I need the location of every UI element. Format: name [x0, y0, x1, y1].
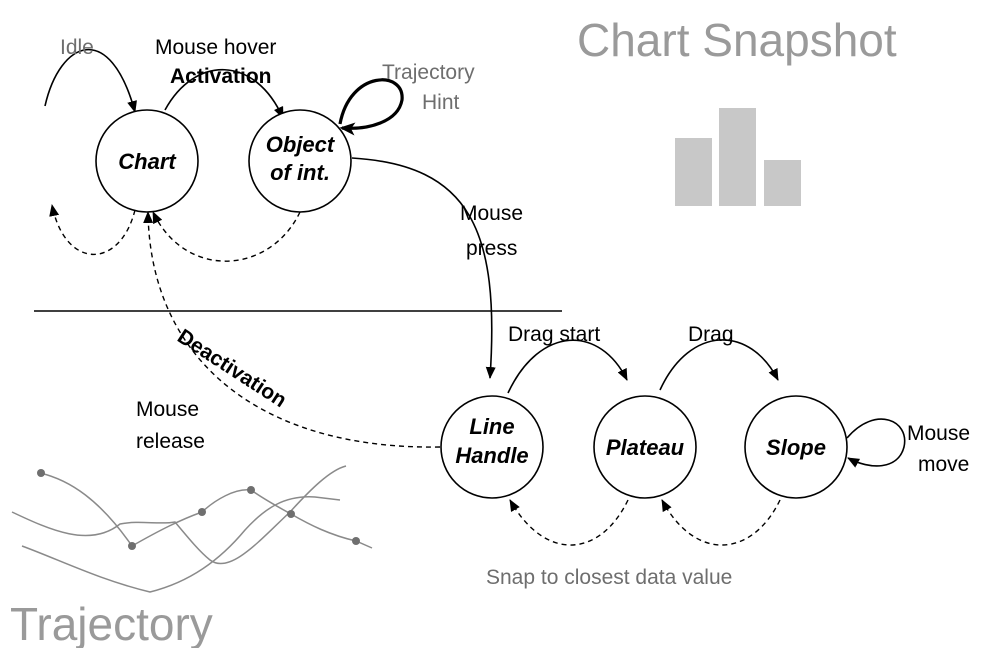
trajectory-hint-label-line2: Hint — [422, 91, 460, 114]
mouse-move-loop — [846, 418, 906, 468]
deactivation-arrow — [143, 211, 441, 448]
trajectory-hint-loop — [338, 78, 404, 136]
drag-arrow — [659, 339, 779, 391]
object-return-arrow — [152, 211, 301, 262]
activation-arrow — [164, 68, 284, 119]
trajectory-hint-label-line1: Trajectory — [382, 61, 475, 84]
drag-label: Drag — [688, 323, 734, 346]
idle-arrow — [44, 48, 137, 113]
mouse-release-label-line2: release — [136, 430, 205, 453]
plateau-snap-arrow — [509, 499, 629, 546]
state-object-label-line1: Object — [266, 132, 336, 157]
state-line-handle: Line Handle — [440, 395, 544, 499]
trajectory-watermark: Trajectory — [10, 598, 213, 648]
state-object-label-line2: of int. — [270, 160, 330, 185]
chart-return-arrow — [49, 204, 136, 256]
bar-chart-icon — [675, 108, 801, 206]
trajectory-sketch-icon — [11, 465, 373, 593]
mouse-release-label-line1: Mouse — [136, 398, 199, 421]
mouse-press-label-line1: Mouse — [460, 202, 523, 225]
mouse-press-label-line2: press — [466, 237, 517, 260]
idle-label: Idle — [60, 36, 94, 59]
title-watermark: Chart Snapshot — [577, 14, 897, 66]
mouse-move-label-line1: Mouse — [907, 422, 970, 445]
state-chart-label: Chart — [118, 149, 177, 174]
state-chart: Chart — [95, 109, 199, 213]
mouse-hover-label: Mouse hover — [155, 36, 276, 59]
mouse-move-label-line2: move — [918, 453, 969, 476]
state-slope-label: Slope — [766, 435, 826, 460]
state-plateau: Plateau — [593, 395, 697, 499]
drag-start-label: Drag start — [508, 323, 600, 346]
state-plateau-label: Plateau — [606, 435, 685, 460]
state-line-handle-label-line1: Line — [469, 414, 514, 439]
drag-start-arrow — [507, 339, 628, 394]
activation-label: Activation — [170, 65, 272, 88]
slope-snap-arrow — [661, 499, 781, 546]
mouse-press-arrow — [351, 157, 496, 379]
snap-label: Snap to closest data value — [486, 566, 732, 589]
state-slope: Slope — [744, 395, 848, 499]
state-line-handle-label-line2: Handle — [455, 443, 528, 468]
state-object-of-interest: Object of int. — [248, 109, 352, 213]
